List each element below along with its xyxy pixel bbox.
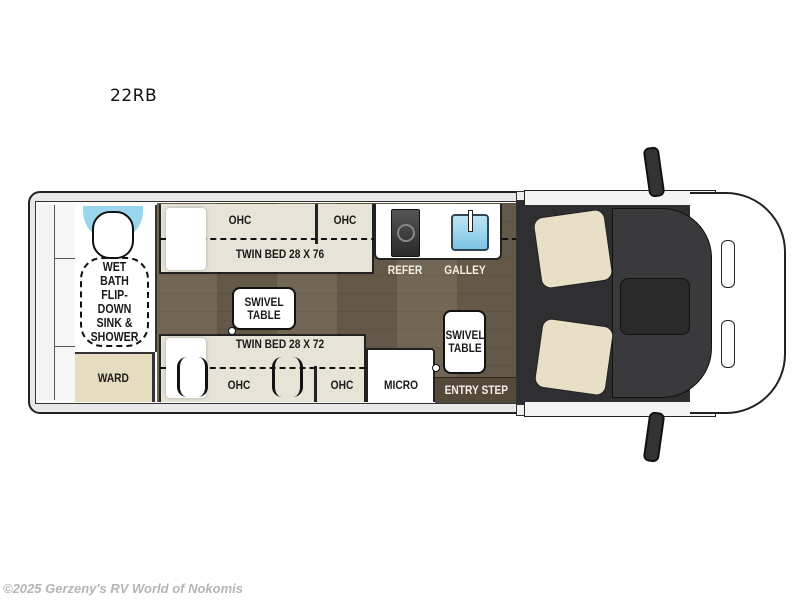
copyright-watermark: ©2025 Gerzeny's RV World of Nokomis xyxy=(3,581,243,596)
rear-panel xyxy=(55,205,76,400)
reading-light-icon xyxy=(290,357,303,397)
headlight-top xyxy=(721,240,735,288)
label-line: SWIVEL xyxy=(444,328,485,342)
faucet xyxy=(468,210,473,232)
panel-divider xyxy=(55,258,75,259)
ohc-label: OHC xyxy=(330,378,354,392)
wet-bath-label: WET BATH FLIP-DOWN SINK & SHOWER xyxy=(87,260,142,344)
rear-doors xyxy=(38,205,55,400)
fridge-circle xyxy=(397,224,415,242)
ohc-label: OHC xyxy=(333,213,357,227)
ohc-label: OHC xyxy=(228,213,252,227)
ohc-label: OHC xyxy=(227,378,251,392)
label-line: TABLE xyxy=(247,307,281,322)
microwave-cabinet: MICRO xyxy=(366,348,435,402)
ohc-divider xyxy=(315,204,318,244)
side-mirror-icon xyxy=(642,411,666,463)
twin-bed-top-label: TWIN BED 28 X 76 xyxy=(235,247,325,261)
cab-side-top xyxy=(524,190,716,205)
ohc-divider xyxy=(314,366,317,402)
center-console xyxy=(620,278,690,335)
label-line: SINK & xyxy=(96,316,133,330)
refer-label: REFER xyxy=(387,263,423,277)
model-name: 22RB xyxy=(110,86,158,106)
sink-icon xyxy=(451,210,489,251)
ward-label: WARD xyxy=(97,370,130,385)
driver-seat-icon xyxy=(533,317,615,397)
reading-light-icon xyxy=(195,357,208,397)
ohc-dashed-line-bottom xyxy=(160,367,435,369)
swivel-table-center: SWIVEL TABLE xyxy=(232,287,296,330)
micro-label: MICRO xyxy=(383,378,418,392)
pillow xyxy=(166,208,206,270)
label-line: TABLE xyxy=(447,341,482,355)
ohc-dashed-line-top xyxy=(160,238,518,240)
refrigerator-icon xyxy=(391,209,420,257)
entry-step: ENTRY STEP xyxy=(435,377,517,403)
entry-step-label: ENTRY STEP xyxy=(444,383,508,397)
headlight-bottom xyxy=(721,320,735,368)
swivel-table-label: SWIVEL TABLE xyxy=(445,329,484,355)
swivel-table-right: SWIVEL TABLE xyxy=(443,310,486,374)
twin-bed-bottom-label: TWIN BED 28 X 72 xyxy=(235,337,325,351)
label-line: FLIP-DOWN xyxy=(97,288,132,316)
cab-side-bottom xyxy=(524,402,716,417)
galley-label: GALLEY xyxy=(444,263,486,277)
wet-bath-zone: WET BATH FLIP-DOWN SINK & SHOWER xyxy=(80,257,149,347)
passenger-seat-icon xyxy=(532,208,614,290)
label-line: WET BATH xyxy=(100,260,129,288)
table-pivot xyxy=(432,364,440,372)
toilet-icon xyxy=(92,211,134,259)
wardrobe: WARD xyxy=(75,352,155,402)
panel-divider xyxy=(55,346,75,347)
reading-light-icon xyxy=(272,357,285,397)
label-line: SHOWER xyxy=(90,330,139,344)
label-line: SWIVEL xyxy=(244,294,284,309)
reading-light-icon xyxy=(177,357,190,397)
swivel-table-label: SWIVEL TABLE xyxy=(244,294,284,322)
